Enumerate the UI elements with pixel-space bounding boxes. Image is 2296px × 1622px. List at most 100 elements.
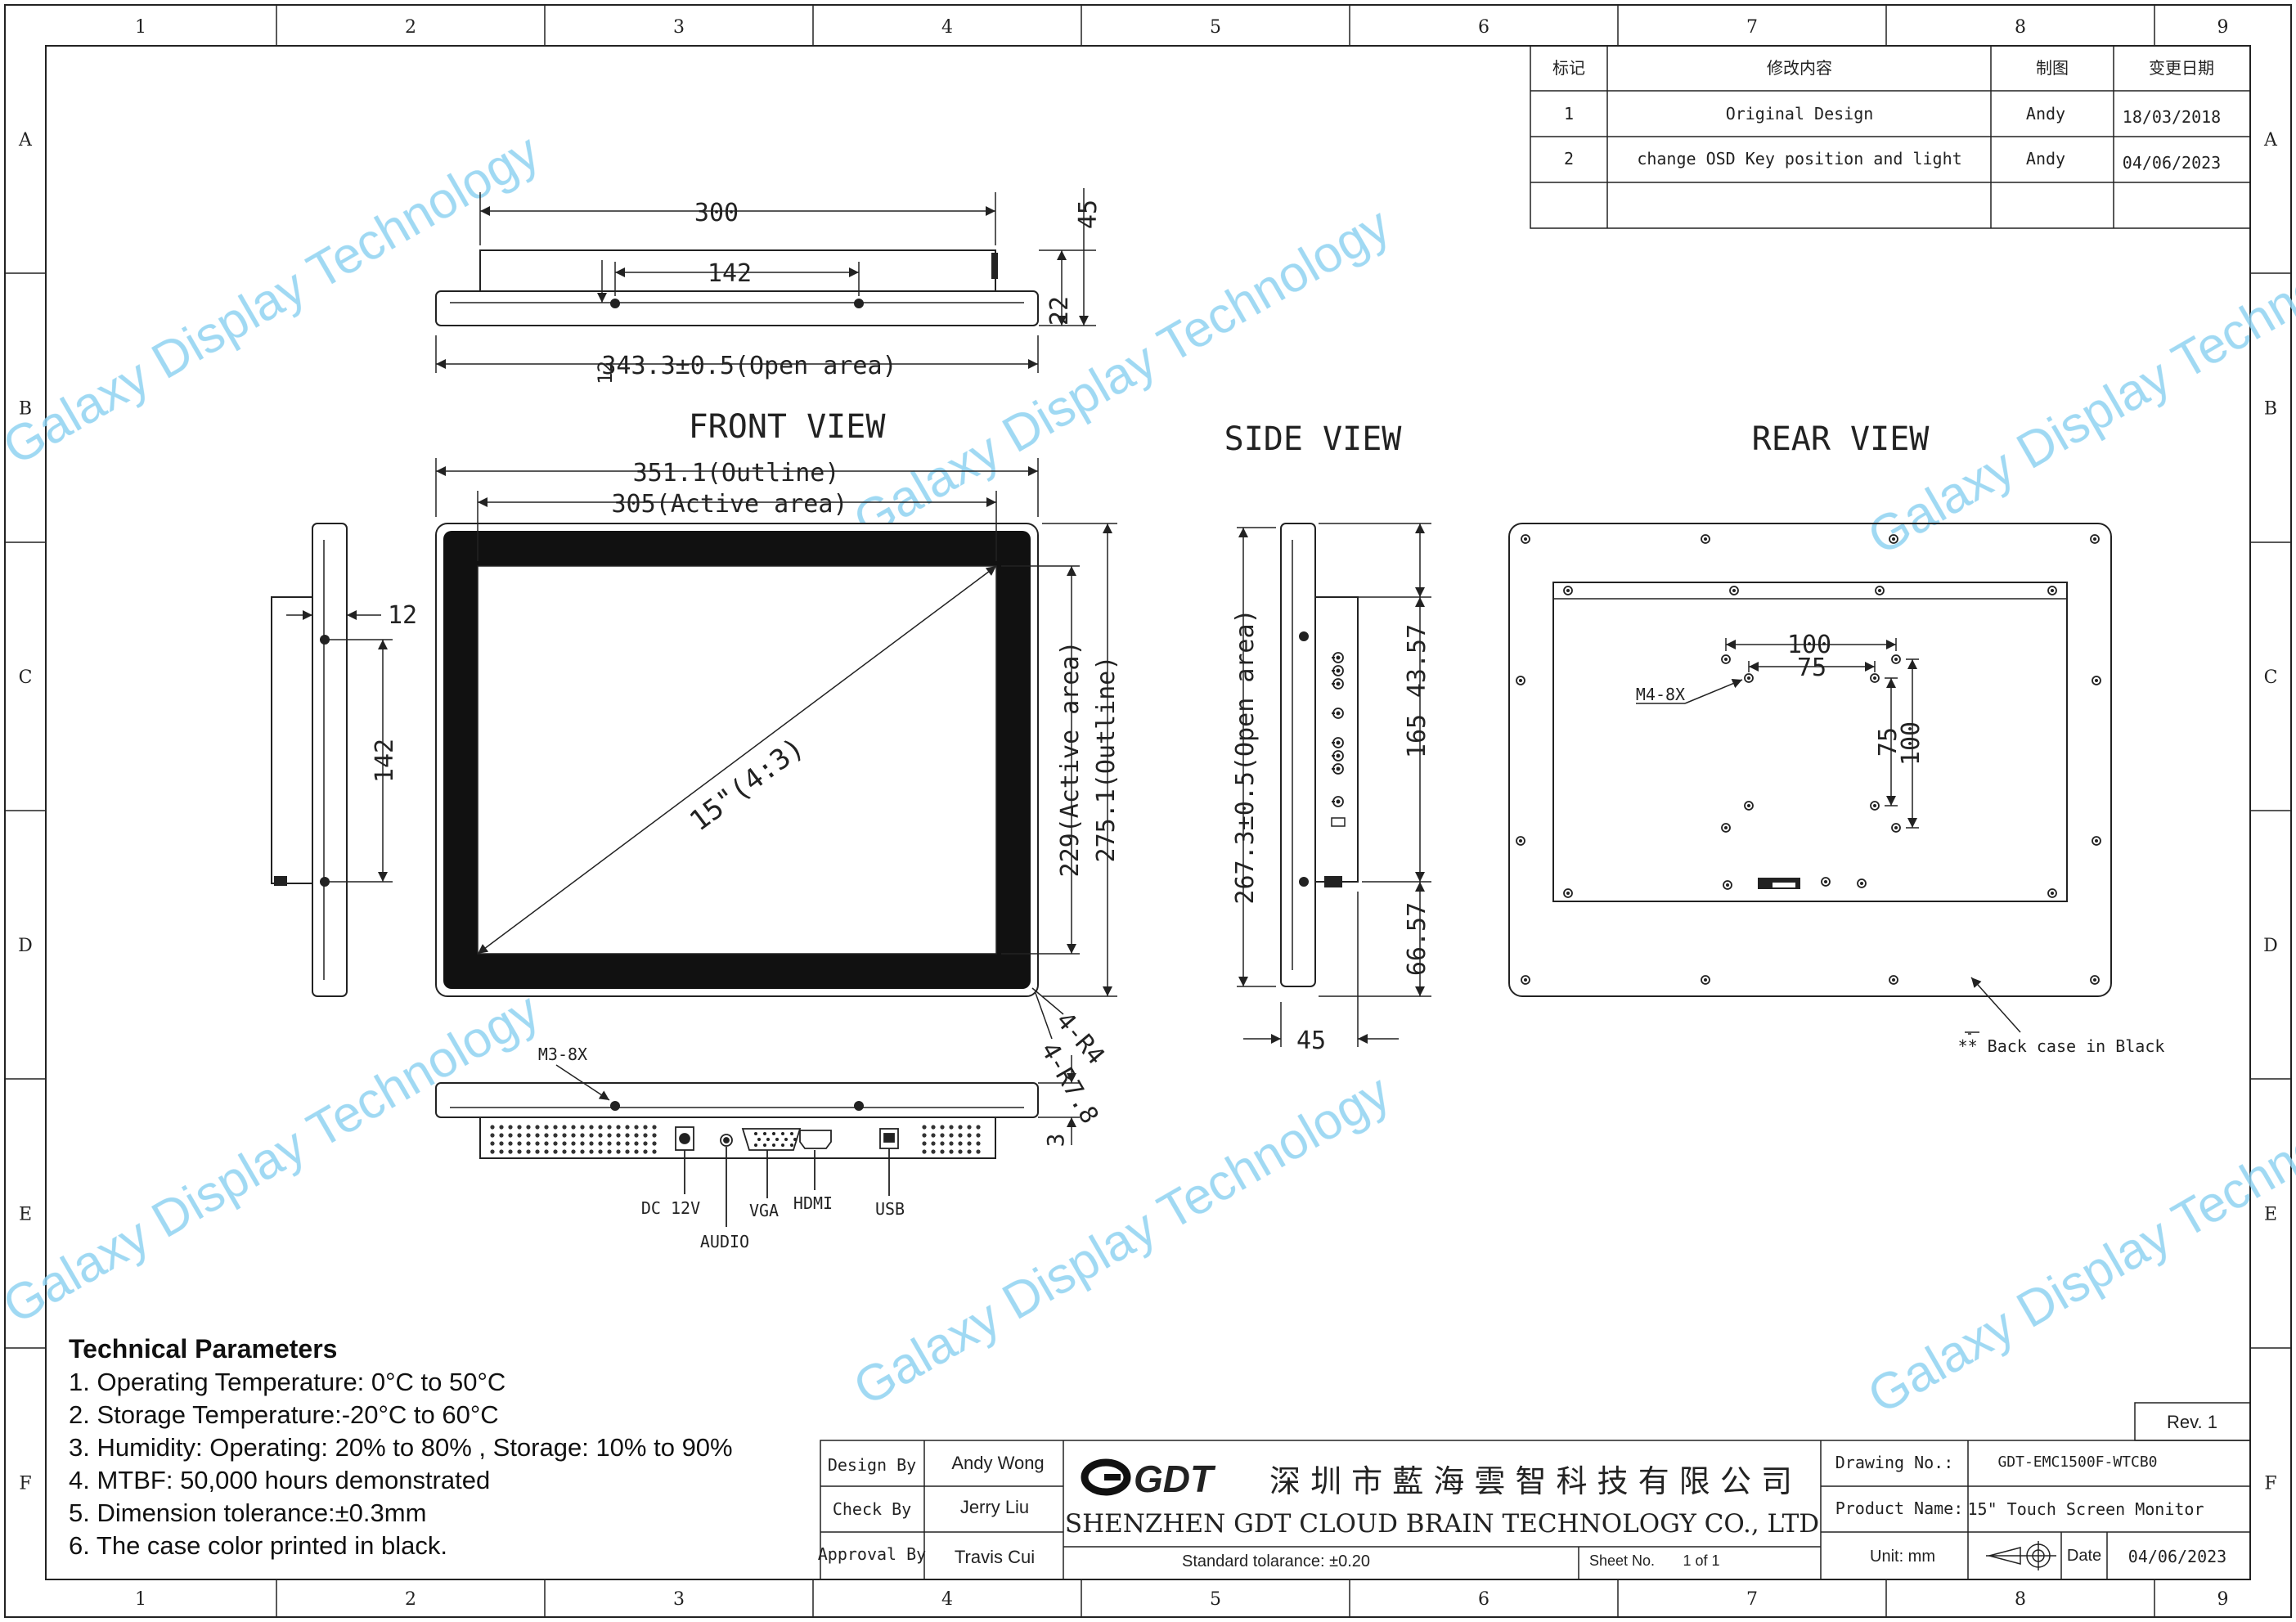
grid-row-label: D [2263, 936, 2278, 956]
dim-side-open: 267.3±0.5(Open area) [1231, 609, 1260, 904]
port-label-usb: USB [875, 1199, 905, 1219]
revision-table [1530, 45, 2251, 229]
grid-row-label: B [19, 399, 32, 420]
grid-row-label: A [18, 130, 33, 151]
unit-label: Unit: mm [1870, 1548, 1935, 1566]
dim-outline-height: 275.1(Outline) [1092, 656, 1121, 863]
grid-column-label: 6 [1478, 17, 1489, 38]
drawing-no-label: Drawing No.: [1835, 1453, 1954, 1472]
tech-params-title: Technical Parameters [69, 1334, 337, 1364]
audio-port-icon [720, 1134, 733, 1147]
grid-row-label: B [2264, 399, 2277, 420]
hdmi-port-icon [799, 1130, 832, 1149]
standard-tolerance: Standard tolarance: ±0.20 [1182, 1552, 1370, 1570]
rev-header-mark: 标记 [1552, 58, 1585, 78]
watermark: Galaxy Display Technology [1859, 1072, 2296, 1425]
dim-m3: M3-8X [538, 1045, 587, 1064]
design-by-value: Andy Wong [951, 1453, 1044, 1473]
rear-holes [1516, 534, 2101, 985]
rev-row-mark: 2 [1564, 149, 1574, 168]
company-name-en: SHENZHEN GDT CLOUD BRAIN TECHNOLOGY CO.,… [1065, 1509, 1819, 1539]
dim-rear-100h: 100 [1787, 631, 1831, 659]
rev-row-mark: 1 [1564, 104, 1574, 124]
rear-view [1508, 523, 2112, 997]
grid-row-label: F [2264, 1474, 2276, 1494]
tech-param-item: 4. MTBF: 50,000 hours demonstrated [69, 1466, 490, 1494]
rev-label: Rev. 1 [2167, 1412, 2217, 1432]
rev-header-date: 变更日期 [2149, 58, 2214, 78]
osd-buttons [1331, 652, 1346, 827]
rear-view-title: REAR VIEW [1752, 420, 1930, 458]
dim-active-width: 305(Active area) [612, 490, 848, 519]
check-by-label: Check By [833, 1499, 911, 1519]
grid-column-label: 4 [941, 17, 953, 38]
side-view-title: SIDE VIEW [1224, 420, 1403, 458]
back-case-note: ** Back case in Black [1958, 1036, 2165, 1056]
port-label-dc: DC 12V [641, 1198, 700, 1218]
vga-port-icon [741, 1128, 802, 1151]
sheet-value: 1 of 1 [1683, 1552, 1719, 1569]
dim-outline-width: 351.1(Outline) [633, 459, 840, 487]
port-label-hdmi: HDMI [793, 1193, 833, 1213]
grid-column-label: 9 [2217, 1589, 2229, 1610]
front-view [435, 523, 1039, 997]
tech-param-item: 1. Operating Temperature: 0°C to 50°C [69, 1368, 505, 1396]
rev-row-drawer: Andy [2026, 104, 2065, 124]
tech-param-item: 3. Humidity: Operating: 20% to 80% , Sto… [69, 1433, 733, 1462]
side-dimensions [1237, 523, 1431, 1047]
rev-row-date: 04/06/2023 [2123, 153, 2221, 173]
grid-lines [5, 5, 2291, 1617]
tech-param-item: 2. Storage Temperature:-20°C to 60°C [69, 1400, 499, 1429]
grid-row-label: A [2263, 130, 2278, 151]
vga-pins [754, 1132, 797, 1147]
dim-top-height-45: 45 [1074, 200, 1103, 229]
title-block [820, 1402, 2251, 1580]
left-dimensions [286, 610, 393, 883]
product-name-value: 15" Touch Screen Monitor [1968, 1499, 2204, 1519]
dim-rear-m4: M4-8X [1636, 685, 1685, 704]
dim-active-height: 229(Active area) [1056, 641, 1085, 878]
dim-bottom-3: 3 [1042, 1134, 1069, 1148]
grid-column-label: 6 [1478, 1589, 1489, 1610]
grid-column-label: 7 [1746, 17, 1758, 38]
grid-row-label: D [18, 936, 33, 956]
dim-side-45: 45 [1296, 1027, 1326, 1055]
grid-column-label: 7 [1746, 1589, 1758, 1610]
dim-rear-75h: 75 [1797, 654, 1826, 682]
left-side-view [271, 523, 348, 997]
grid-column-label: 2 [405, 1589, 416, 1610]
dim-top-small: 12 [594, 361, 617, 384]
side-view [1280, 523, 1359, 987]
dim-side-165: 165 [1403, 714, 1431, 758]
dim-left-12: 12 [388, 601, 417, 630]
port-label-audio: AUDIO [700, 1232, 749, 1251]
company-name-cn: 深 圳 市 藍 海 雲 智 科 技 有 限 公 司 [1269, 1463, 1792, 1499]
watermark: Galaxy Display Technology [0, 982, 549, 1335]
ports [675, 1126, 899, 1227]
dim-rear-75v: 75 [1874, 727, 1903, 757]
grid-column-label: 1 [135, 1589, 146, 1610]
top-view [435, 249, 1039, 326]
rev-header-content: 修改内容 [1767, 58, 1832, 78]
grid-column-label: 4 [941, 1589, 953, 1610]
grid-row-label: F [19, 1474, 31, 1494]
dim-top-width: 300 [694, 199, 739, 227]
check-by-value: Jerry Liu [960, 1497, 1029, 1517]
gdt-logo-icon [1081, 1458, 1131, 1496]
grid-row-label: C [19, 667, 33, 688]
dim-side-4357: 43.57 [1403, 624, 1431, 698]
grid-row-label: C [2264, 667, 2278, 688]
front-view-title: FRONT VIEW [689, 408, 887, 446]
product-name-label: Product Name: [1835, 1498, 1964, 1518]
vent-dots [490, 1125, 981, 1154]
date-label: Date [2067, 1547, 2101, 1565]
dim-side-6657: 66.57 [1403, 902, 1431, 976]
projection-symbol-icon [1986, 1541, 2056, 1570]
watermark: Galaxy Display Technology [0, 124, 549, 476]
rev-row-content: change OSD Key position and light [1637, 149, 1961, 168]
gdt-logo-text: GDT [1134, 1458, 1216, 1500]
bottom-view [435, 1082, 1039, 1159]
rear-dimensions [1636, 638, 2021, 1035]
watermark-group: Galaxy Display Technology Galaxy Display… [0, 124, 2296, 1425]
rev-row-drawer: Andy [2026, 149, 2065, 168]
